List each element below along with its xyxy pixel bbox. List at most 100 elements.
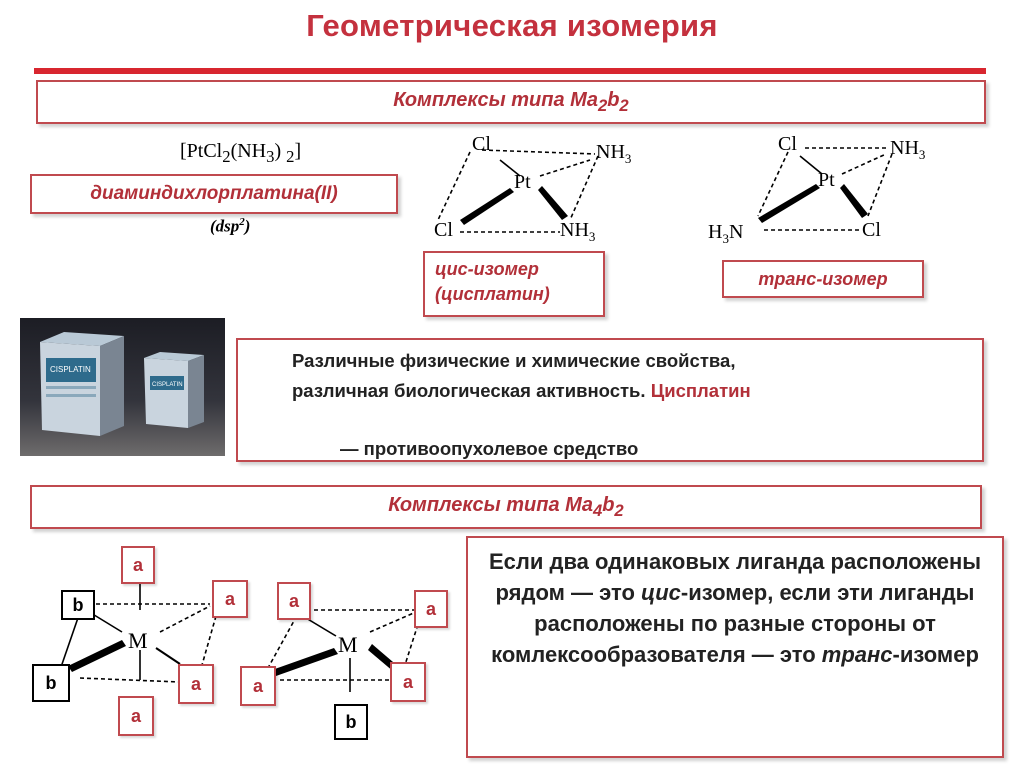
cisplatin-photo: CISPLATIN CISPLATIN xyxy=(20,318,225,456)
compound-name-box: диаминдихлорплатина(II) xyxy=(30,174,398,214)
rule-cis-word: цис xyxy=(641,580,681,605)
formula-part: ] xyxy=(294,140,302,162)
dashed-bond xyxy=(757,151,789,217)
octahedra-bonds: M M xyxy=(59,582,421,692)
metal-label: M xyxy=(338,632,358,657)
formula-part: ) xyxy=(274,140,282,162)
wedge-bond xyxy=(538,186,568,220)
cl-label: Cl xyxy=(472,133,491,155)
dashed-bond xyxy=(79,677,181,683)
rule-text: Если два одинаковых лиганда расположены … xyxy=(488,549,982,605)
ligand-a-label: a xyxy=(414,590,448,628)
ligand-a-label: a xyxy=(390,662,426,702)
section1-header-text: Комплексы типа Ma2b2 xyxy=(393,89,628,116)
compound-name: диаминдихлорплатина(II) xyxy=(90,183,338,204)
bond xyxy=(59,611,81,671)
cl-label: Cl xyxy=(862,219,881,241)
bond xyxy=(499,159,521,177)
cis-isomer-box: цис-изомер (цисплатин) xyxy=(423,251,605,317)
ligand-a-label: a xyxy=(240,666,276,706)
rule-text: -изомер, если эти лиганды расположены по… xyxy=(491,580,975,667)
properties-line: различная биологическая активность. Цисп… xyxy=(292,376,972,406)
wedge-bond xyxy=(840,184,868,218)
rule-trans-word: транс xyxy=(821,642,893,667)
hybrid-text: (dsp xyxy=(210,216,240,236)
cl-label: Cl xyxy=(434,219,453,241)
trans-isomer-box: транс-изомер xyxy=(722,260,924,298)
properties-line: — противоопухолевое средство xyxy=(340,438,639,459)
trans-label: транс-изомер xyxy=(758,268,888,289)
nh3-label: NH3 xyxy=(560,219,595,244)
box-label: CISPLATIN xyxy=(152,382,183,388)
metal-label: M xyxy=(128,628,148,653)
header-mid: b xyxy=(602,493,615,516)
section2-header: Комплексы типа Ma4b2 xyxy=(30,485,982,529)
header-prefix: Комплексы типа Ma xyxy=(393,88,598,111)
page-title: Геометрическая изомерия xyxy=(306,8,718,43)
header-sub: 2 xyxy=(619,95,629,115)
section2-header-text: Комплексы типа Ma4b2 xyxy=(388,494,623,521)
formula-sub: 3 xyxy=(266,147,275,166)
hybrid-close: ) xyxy=(244,216,251,236)
properties-text: различная биологическая активность. xyxy=(292,380,651,401)
hybrid-sup: 2 xyxy=(239,216,245,228)
h3n-text: H xyxy=(708,221,722,243)
bond xyxy=(155,647,181,665)
nh3-sub: 3 xyxy=(625,151,632,166)
h3n-label: H3N xyxy=(708,221,743,246)
header-sub: 2 xyxy=(597,95,608,115)
h3n-sub: 3 xyxy=(722,231,729,246)
nh3-sub: 3 xyxy=(589,229,596,244)
cis-label: цис-изомер xyxy=(435,259,539,279)
hybridization: (dsp2) xyxy=(210,216,250,237)
isomer-rule-box: Если два одинаковых лиганда расположены … xyxy=(466,536,1004,758)
cis-structure-diagram: Cl NH3 Pt Cl NH3 xyxy=(434,133,631,244)
rule-text: -изомер xyxy=(892,642,979,667)
nh3-text: NH xyxy=(890,137,919,159)
h3n-suffix: N xyxy=(729,221,743,243)
ligand-b-label: b xyxy=(32,664,70,702)
properties-box: Различные физические и химические свойст… xyxy=(236,338,984,462)
dashed-bond xyxy=(867,153,893,217)
dashed-bond xyxy=(199,615,217,673)
title-underline xyxy=(34,68,986,74)
dashed-bond xyxy=(841,153,887,175)
formula-sub: 2 xyxy=(286,147,295,166)
trans-structure-diagram: Cl NH3 Pt H3N Cl xyxy=(708,133,926,246)
wedge-bond xyxy=(272,648,338,676)
wedge-bond xyxy=(68,640,126,672)
cisplatin-highlight: Цисплатин xyxy=(650,380,751,401)
box-label: CISPLATIN xyxy=(50,365,91,374)
dashed-bond xyxy=(539,159,591,177)
nh3-label: NH3 xyxy=(596,141,631,166)
pt-label: Pt xyxy=(514,171,531,193)
ligand-a-label: a xyxy=(277,582,311,620)
ligand-a-label: a xyxy=(118,696,154,736)
properties-line: Различные физические и химические свойст… xyxy=(292,350,736,371)
ligand-b-label: b xyxy=(334,704,368,740)
dashed-bond xyxy=(159,605,211,633)
ligand-a-label: a xyxy=(121,546,155,584)
nh3-sub: 3 xyxy=(919,147,926,162)
header-sub: 4 xyxy=(592,500,603,520)
ligand-a-label: a xyxy=(178,664,214,704)
cisplatin-label: (цисплатин) xyxy=(435,284,550,304)
complex-formula: [PtCl2(NH3) 2] xyxy=(180,140,301,167)
dashed-bond xyxy=(481,149,596,155)
dashed-bond xyxy=(569,155,599,221)
header-prefix: Комплексы типа Ma xyxy=(388,493,593,516)
nh3-text: NH xyxy=(596,141,625,163)
wedge-bond xyxy=(460,188,514,225)
cisplatin-boxes-image: CISPLATIN CISPLATIN xyxy=(20,318,225,456)
bond xyxy=(799,155,823,175)
header-mid: b xyxy=(607,88,620,111)
dashed-bond xyxy=(369,611,417,633)
dashed-bond xyxy=(437,151,471,221)
section1-header: Комплексы типа Ma2b2 xyxy=(36,80,986,124)
wedge-bond xyxy=(758,184,820,223)
cl-label: Cl xyxy=(778,133,797,155)
nh3-text: NH xyxy=(560,219,589,241)
ligand-a-label: a xyxy=(212,580,248,618)
header-sub: 2 xyxy=(614,500,624,520)
formula-part: [PtCl xyxy=(180,140,223,162)
